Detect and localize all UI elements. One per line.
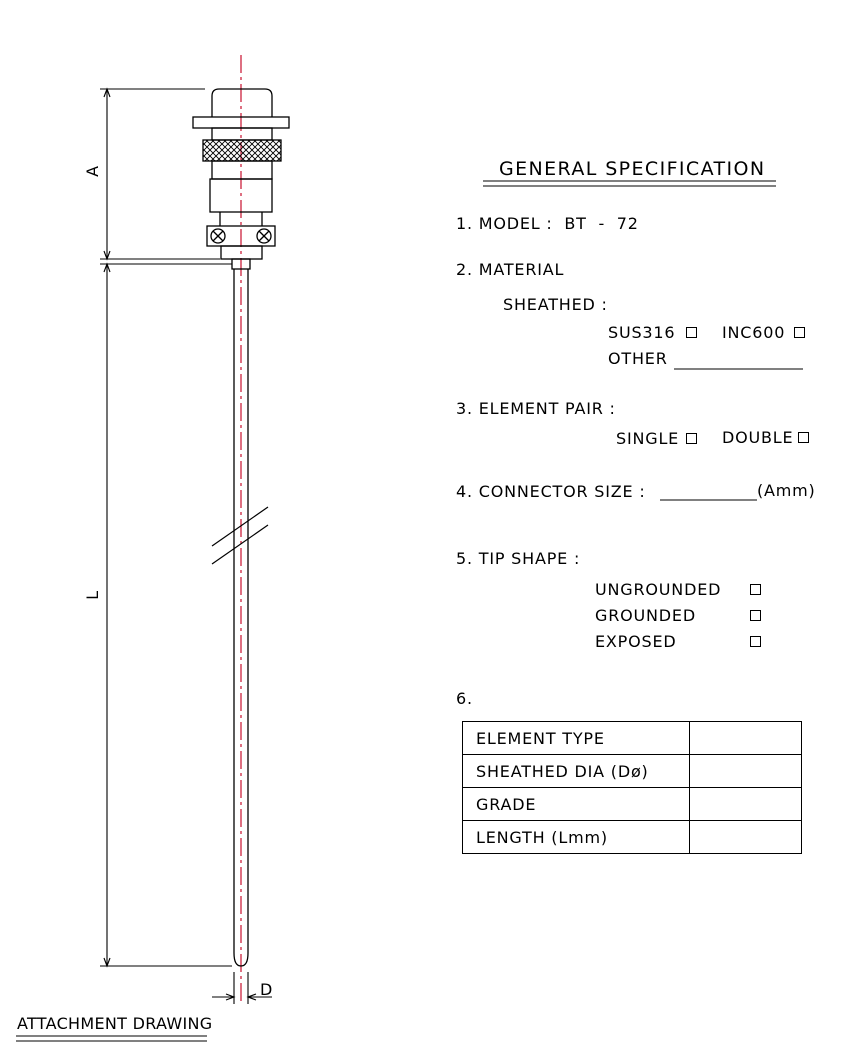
exposed-checkbox[interactable] — [750, 636, 761, 647]
double-checkbox[interactable] — [798, 432, 809, 443]
inc600-checkbox[interactable] — [794, 327, 805, 338]
item-6: 6. — [456, 689, 473, 708]
footer-underline — [16, 1035, 207, 1042]
connector-unit: (Amm) — [757, 481, 816, 500]
table-row: SHEATHED DIA (Dø) — [462, 754, 802, 788]
row-value[interactable] — [689, 787, 802, 821]
table-row: GRADE — [462, 787, 802, 821]
row-label: ELEMENT TYPE — [462, 721, 690, 755]
ungrounded-label: UNGROUNDED — [595, 580, 722, 599]
dimension-a — [100, 87, 220, 261]
single-checkbox[interactable] — [686, 433, 697, 444]
table-row: LENGTH (Lmm) — [462, 820, 802, 854]
dim-a-label: A — [82, 165, 102, 177]
dimension-l — [100, 262, 232, 968]
ungrounded-checkbox[interactable] — [750, 584, 761, 595]
other-label: OTHER — [608, 349, 668, 368]
footer-title: ATTACHMENT DRAWING — [17, 1014, 213, 1033]
grounded-checkbox[interactable] — [750, 610, 761, 621]
item-model: 1. MODEL : BT - 72 — [456, 214, 639, 233]
table-row: ELEMENT TYPE — [462, 721, 802, 755]
row-value[interactable] — [689, 754, 802, 788]
sheath-tube — [233, 269, 249, 967]
dim-l-label: L — [82, 590, 102, 600]
row-label: LENGTH (Lmm) — [462, 820, 690, 854]
item-tip-shape: 5. TIP SHAPE : — [456, 549, 581, 568]
exposed-label: EXPOSED — [595, 632, 677, 651]
spec-title-underline — [483, 180, 776, 187]
grounded-label: GROUNDED — [595, 606, 696, 625]
row-value[interactable] — [689, 820, 802, 854]
spec-table: ELEMENT TYPE SHEATHED DIA (Dø) GRADE LEN… — [462, 721, 802, 854]
connector-head — [192, 88, 290, 270]
single-label: SINGLE — [616, 429, 680, 448]
item-element-pair: 3. ELEMENT PAIR : — [456, 399, 616, 418]
double-label: DOUBLE — [722, 428, 794, 447]
row-label: SHEATHED DIA (Dø) — [462, 754, 690, 788]
dim-d-label: D — [260, 980, 274, 999]
dimension-d — [212, 972, 272, 1004]
break-symbol — [211, 506, 269, 565]
row-value[interactable] — [689, 721, 802, 755]
inc600-label: INC600 — [722, 323, 786, 342]
spec-title: GENERAL SPECIFICATION — [499, 158, 766, 180]
sheathed-label: SHEATHED : — [503, 295, 608, 314]
screw-right-icon — [256, 228, 272, 244]
sus316-checkbox[interactable] — [686, 327, 697, 338]
row-label: GRADE — [462, 787, 690, 821]
sus316-label: SUS316 — [608, 323, 676, 342]
item-connector-size: 4. CONNECTOR SIZE : — [456, 482, 646, 501]
item-material: 2. MATERIAL — [456, 260, 565, 279]
screw-left-icon — [210, 228, 226, 244]
